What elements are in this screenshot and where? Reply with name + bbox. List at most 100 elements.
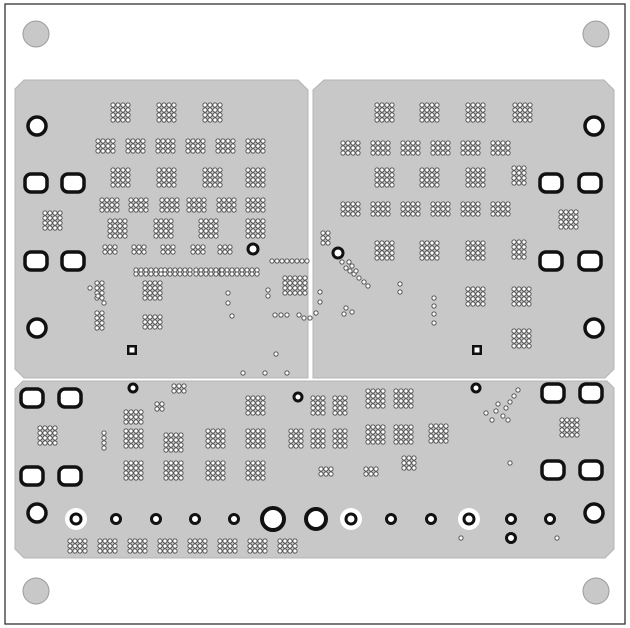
via [123, 465, 129, 471]
via [465, 167, 471, 173]
via [445, 150, 451, 156]
via [120, 182, 126, 188]
via [245, 202, 251, 208]
via [52, 225, 58, 231]
via [521, 170, 527, 176]
via [133, 428, 139, 434]
via [123, 414, 129, 420]
via [320, 400, 326, 406]
via [196, 202, 202, 208]
via [375, 434, 381, 440]
via [162, 548, 168, 554]
via [332, 400, 338, 406]
via [440, 145, 446, 151]
via [410, 211, 416, 217]
via [171, 388, 177, 394]
via [171, 182, 177, 188]
via [99, 315, 105, 321]
via [250, 218, 256, 224]
via [131, 244, 137, 250]
via [138, 433, 144, 439]
via [112, 538, 118, 544]
via [415, 145, 421, 151]
via [104, 207, 110, 213]
via [166, 117, 172, 123]
via [170, 148, 176, 154]
via [166, 172, 172, 178]
via [434, 245, 440, 251]
via [217, 102, 223, 108]
via [403, 429, 409, 435]
via [213, 233, 219, 239]
via [143, 271, 149, 277]
via [374, 167, 380, 173]
via [213, 228, 219, 234]
via [147, 280, 153, 286]
via [138, 202, 144, 208]
via [125, 112, 131, 118]
via [177, 271, 183, 277]
via [210, 460, 216, 466]
via [160, 143, 166, 149]
via [224, 271, 230, 277]
via [42, 220, 48, 226]
via [247, 538, 253, 544]
via [250, 143, 256, 149]
via [511, 343, 517, 349]
via [516, 170, 522, 176]
via [516, 291, 522, 297]
via [197, 543, 203, 549]
via [67, 538, 73, 544]
via [200, 249, 206, 255]
via [465, 296, 471, 302]
via [168, 223, 174, 229]
via [424, 177, 430, 183]
via [500, 413, 506, 419]
via [434, 250, 440, 256]
via [443, 438, 449, 444]
slot-pad [540, 459, 566, 481]
via [470, 150, 476, 156]
slot-pad [60, 250, 86, 272]
via [424, 107, 430, 113]
via [320, 240, 326, 246]
via [260, 223, 266, 229]
via [337, 400, 343, 406]
via [215, 443, 221, 449]
via [155, 148, 161, 154]
via [384, 240, 390, 246]
via [340, 211, 346, 217]
via [260, 475, 266, 481]
via [138, 460, 144, 466]
via [313, 310, 319, 316]
via [99, 320, 105, 326]
via [428, 423, 434, 429]
via [337, 433, 343, 439]
via [77, 538, 83, 544]
via [370, 403, 376, 409]
via [355, 211, 361, 217]
via [361, 279, 367, 285]
via [245, 428, 251, 434]
via [430, 150, 436, 156]
via [375, 424, 381, 430]
via [302, 285, 308, 291]
via [225, 148, 231, 154]
via [245, 405, 251, 411]
via [125, 138, 131, 144]
via [310, 443, 316, 449]
ring-pad [150, 513, 162, 525]
via [315, 428, 321, 434]
via [480, 107, 486, 113]
via [115, 117, 121, 123]
via [215, 428, 221, 434]
via [222, 548, 228, 554]
via [573, 219, 579, 225]
via [255, 233, 261, 239]
via [203, 233, 209, 239]
via [406, 460, 412, 466]
via [370, 439, 376, 445]
via [170, 249, 176, 255]
board-features [19, 102, 605, 554]
via [465, 140, 471, 146]
